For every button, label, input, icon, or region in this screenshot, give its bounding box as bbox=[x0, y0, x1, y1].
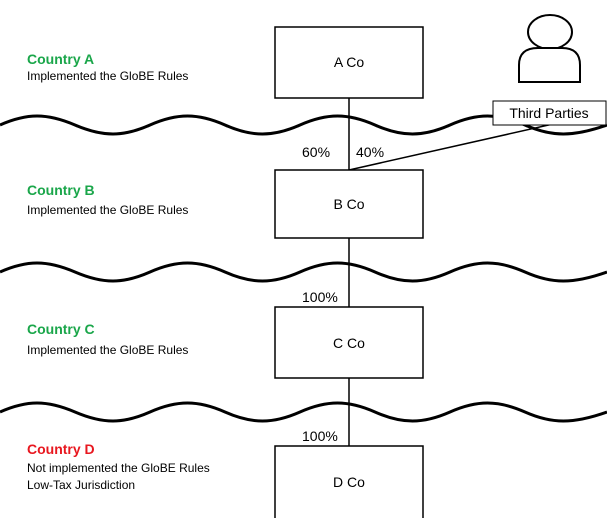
country-a-note: Implemented the GloBE Rules bbox=[27, 69, 188, 83]
entity-box-d bbox=[274, 445, 424, 518]
ownership-pct-third-b: 40% bbox=[356, 144, 384, 160]
third-parties-label: Third Parties bbox=[509, 105, 588, 121]
country-d-note-2: Low-Tax Jurisdiction bbox=[27, 478, 135, 492]
country-c-name: Country C bbox=[27, 321, 95, 337]
entity-box-c bbox=[274, 306, 424, 379]
country-b-name: Country B bbox=[27, 182, 95, 198]
ownership-pct-b-c: 100% bbox=[302, 289, 338, 305]
jurisdiction-border-bc bbox=[0, 261, 607, 283]
entity-label-a: A Co bbox=[334, 54, 365, 70]
country-a-name: Country A bbox=[27, 51, 94, 67]
third-parties-box bbox=[492, 100, 607, 126]
country-b-note: Implemented the GloBE Rules bbox=[27, 203, 188, 217]
ownership-pct-a-b: 60% bbox=[302, 144, 330, 160]
person-icon bbox=[518, 14, 581, 83]
country-d-note-1: Not implemented the GloBE Rules bbox=[27, 461, 210, 475]
jurisdiction-border-cd bbox=[0, 401, 607, 423]
entity-label-b: B Co bbox=[333, 196, 364, 212]
entity-label-d: D Co bbox=[333, 474, 365, 490]
country-d-name: Country D bbox=[27, 441, 95, 457]
country-c-note: Implemented the GloBE Rules bbox=[27, 343, 188, 357]
ownership-pct-c-d: 100% bbox=[302, 428, 338, 444]
entity-box-a bbox=[274, 26, 424, 99]
ownership-line-third-b bbox=[348, 123, 554, 171]
entity-box-b bbox=[274, 169, 424, 239]
entity-label-c: C Co bbox=[333, 335, 365, 351]
